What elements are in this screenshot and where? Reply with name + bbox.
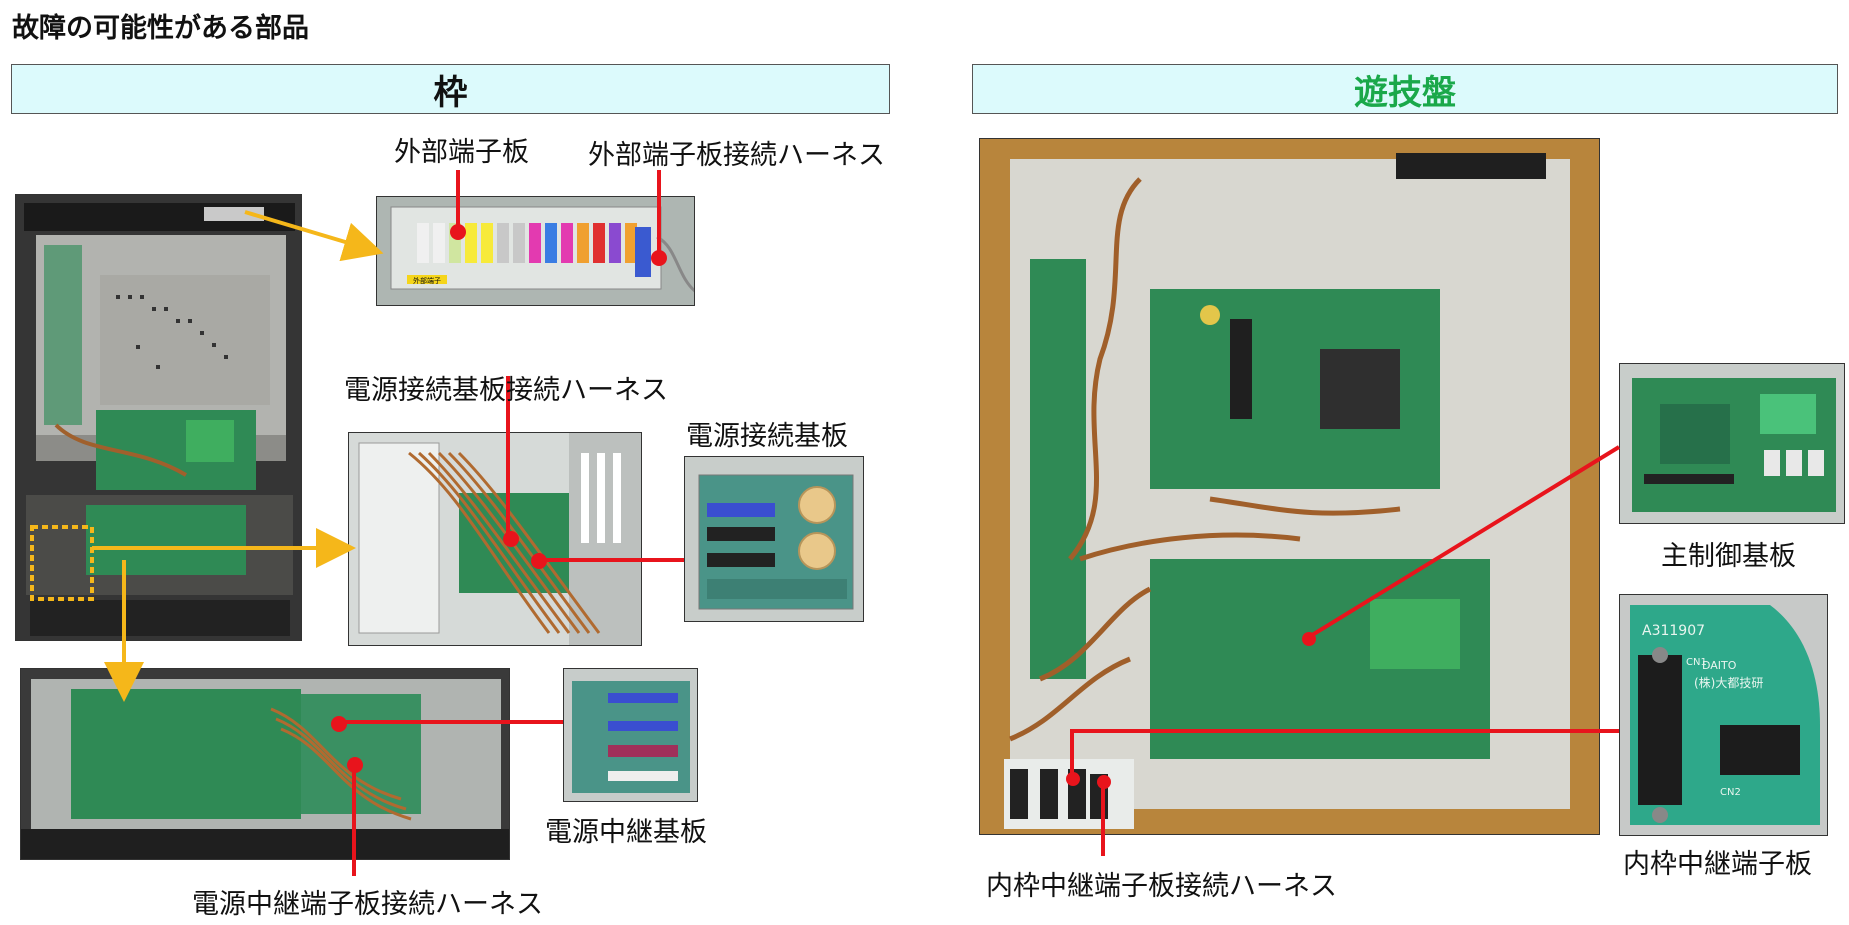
label-inner-frame-relay-board: 内枠中継端子板: [1623, 849, 1812, 880]
inner-relay-photo: A311907 DAITO (株)大都技研 CN1 CN2: [1619, 594, 1828, 836]
section-header-board: 遊技盤: [972, 64, 1838, 114]
label-power-connection-board: 電源接続基板: [686, 421, 848, 452]
label-external-terminal-harness: 外部端子板接続ハーネス: [588, 140, 885, 171]
label-power-connection-harness: 電源接続基板接続ハーネス: [344, 375, 668, 406]
page-title: 故障の可能性がある部品: [12, 13, 309, 44]
external-terminal-photo: 外部端子: [376, 196, 695, 306]
label-external-terminal-board: 外部端子板: [394, 137, 529, 168]
power-relay-photo: [20, 668, 510, 860]
power-harness-photo: [348, 432, 642, 646]
section-heading-frame: 枠: [433, 72, 468, 113]
maker-text: (株)大都技研: [1694, 675, 1763, 690]
cn2-text: CN2: [1720, 787, 1741, 798]
section-header-frame: 枠: [11, 64, 890, 114]
label-inner-frame-relay-harness: 内枠中継端子板接続ハーネス: [986, 871, 1337, 902]
cn1-text: CN1: [1686, 657, 1707, 668]
relay-board-photo: [563, 668, 698, 802]
game-board-photo: [979, 138, 1600, 835]
main-control-photo: [1619, 363, 1845, 524]
frame-main-photo: [15, 194, 302, 641]
part-number-text: A311907: [1642, 623, 1705, 639]
label-main-control-board: 主制御基板: [1661, 541, 1796, 572]
label-power-relay-board: 電源中継基板: [545, 817, 707, 848]
label-power-relay-harness: 電源中継端子板接続ハーネス: [192, 889, 543, 920]
connector-sticker-text: 外部端子: [413, 276, 441, 285]
power-board-photo: [684, 456, 864, 622]
brand-text: DAITO: [1702, 659, 1737, 672]
section-heading-board: 遊技盤: [1354, 72, 1456, 113]
